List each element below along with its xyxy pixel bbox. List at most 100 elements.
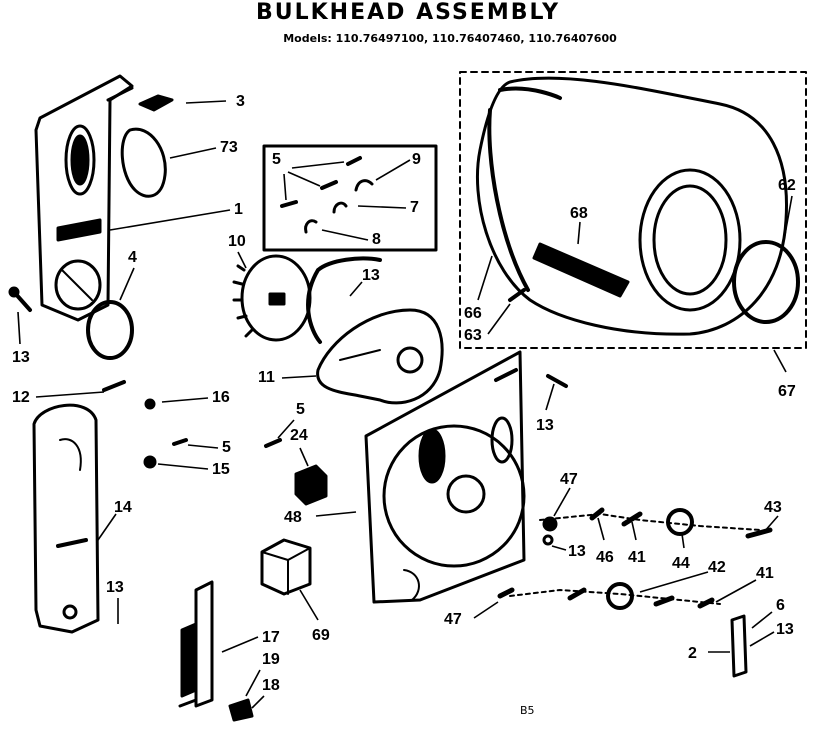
callout-label-c69: 69 (312, 627, 330, 644)
part-bulkhead-48 (364, 350, 526, 604)
callout-leader-c41b (715, 579, 757, 603)
callout-leader-c13c (545, 383, 555, 411)
part-drum-assembly-67 (459, 71, 807, 349)
callout-leader-c48 (315, 511, 357, 517)
part-ring-4 (86, 300, 134, 360)
callout-label-c13d: 13 (106, 579, 124, 596)
page-code: B5 (520, 704, 535, 717)
callout-leader-c43 (763, 515, 779, 533)
callout-label-c13a: 13 (12, 349, 30, 366)
part-screw-13-left (8, 286, 32, 312)
callout-leader-c16 (161, 397, 209, 403)
callout-leader-c5c (187, 444, 219, 449)
callout-label-c6: 6 (776, 597, 785, 614)
callout-label-c46: 46 (596, 549, 614, 566)
callout-label-c24: 24 (290, 427, 308, 444)
callout-label-c4: 4 (128, 249, 137, 266)
callout-leader-c13b (349, 281, 363, 297)
callout-label-c67: 67 (778, 383, 796, 400)
callout-leader-c69 (299, 589, 319, 621)
callout-leader-c9 (375, 159, 411, 181)
callout-label-c15: 15 (212, 461, 230, 478)
callout-label-c13e: 13 (568, 543, 586, 560)
models-line: Models: 110.76497100, 110.76407460, 110.… (283, 32, 617, 45)
callout-leader-c12 (35, 391, 105, 398)
callout-leader-c15 (157, 463, 209, 470)
callout-label-c5a: 5 (272, 151, 281, 168)
callout-leader-c5b (277, 419, 295, 439)
callout-leader-c41a (631, 521, 637, 541)
callout-label-c73: 73 (220, 139, 238, 156)
part-belt (306, 256, 382, 344)
callout-label-c11: 11 (258, 369, 275, 386)
callout-leader-c46 (597, 517, 605, 541)
callout-label-c66: 66 (464, 305, 482, 322)
callout-label-c8: 8 (372, 231, 381, 248)
part-switch-24 (264, 438, 328, 506)
callout-leader-c47a (553, 487, 571, 517)
callout-label-c16: 16 (212, 389, 230, 406)
callout-label-c9: 9 (412, 151, 421, 168)
part-screw-13-bulkhead (546, 374, 568, 388)
part-front-panel (34, 74, 134, 322)
callout-leader-c6 (751, 611, 773, 629)
callout-label-c1: 1 (234, 201, 243, 218)
part-side-panel-14 (32, 403, 100, 634)
callout-label-c18: 18 (262, 677, 280, 694)
callout-leader-c66 (477, 255, 493, 301)
callout-label-c44: 44 (672, 555, 690, 572)
part-screws-5-15 (143, 438, 188, 469)
part-harness-17 (178, 580, 254, 722)
callout-leader-c19 (245, 669, 261, 697)
callout-leader-c67 (773, 349, 787, 373)
callout-label-c17: 17 (262, 629, 280, 646)
callout-leader-c14 (97, 513, 117, 541)
callout-label-c12: 12 (12, 389, 30, 406)
part-screw-63 (508, 288, 526, 302)
callout-leader-c68 (577, 221, 581, 245)
callout-label-c19: 19 (262, 651, 280, 668)
part-box-69 (260, 538, 312, 596)
callout-leader-c18 (251, 695, 265, 709)
callout-label-c2: 2 (688, 645, 697, 662)
inset-hardware-box (262, 144, 438, 252)
callout-leader-c8 (321, 229, 369, 241)
callout-label-c13c: 13 (536, 417, 554, 434)
callout-leader-c62 (783, 195, 793, 241)
callout-leader-c7 (357, 205, 407, 209)
callout-leader-c42 (639, 571, 709, 593)
callout-label-c41a: 41 (628, 549, 646, 566)
callout-label-c13f: 13 (776, 621, 794, 638)
callout-leader-c5a-1 (287, 171, 321, 187)
callout-label-c47a: 47 (560, 471, 578, 488)
callout-label-c13b: 13 (362, 267, 380, 284)
callout-leader-c73 (169, 147, 217, 159)
callout-leader-c10 (237, 251, 247, 269)
part-idler-assembly (497, 507, 773, 678)
callout-leader-c1 (109, 209, 231, 231)
callout-label-c7: 7 (410, 199, 419, 216)
callout-leader-c4 (119, 267, 135, 301)
callout-leader-c5a-0 (291, 161, 345, 169)
callout-leader-c24 (299, 447, 309, 467)
callout-label-c5b: 5 (296, 401, 305, 418)
callout-label-c43: 43 (764, 499, 782, 516)
part-seal-73 (120, 127, 167, 198)
callout-leader-c3 (185, 100, 227, 104)
callout-label-c42: 42 (708, 559, 726, 576)
callout-label-c41b: 41 (756, 565, 774, 582)
callout-leader-c17 (221, 636, 259, 653)
callout-label-c3: 3 (236, 93, 245, 110)
callout-leader-c11 (281, 375, 317, 379)
part-bracket-3 (138, 94, 174, 112)
callout-label-c62: 62 (778, 177, 796, 194)
part-blower-housing-11 (316, 308, 444, 405)
callout-leader-c13f (749, 631, 775, 647)
callout-label-c10: 10 (228, 233, 246, 250)
callout-label-c5c: 5 (222, 439, 231, 456)
callout-leader-c13e (551, 545, 567, 551)
callout-leader-c47b (473, 601, 499, 619)
callout-leader-c63 (487, 303, 511, 335)
callout-label-c48: 48 (284, 509, 302, 526)
